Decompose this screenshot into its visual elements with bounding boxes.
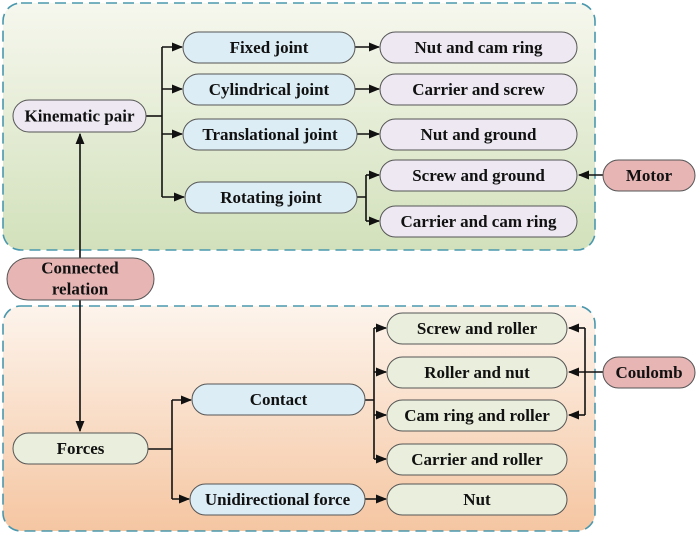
node-nut-label: Nut <box>463 490 491 509</box>
node-forces-box <box>12 432 149 465</box>
node-rotating-joint-box <box>184 181 358 214</box>
node-carrier-and-roller[interactable]: Carrier and roller <box>386 443 568 476</box>
node-translational-joint[interactable]: Translational joint <box>182 118 358 151</box>
node-cam-ring-and-roller[interactable]: Cam ring and roller <box>386 399 568 432</box>
node-nut-and-cam-ring-box <box>379 31 578 64</box>
node-kinematic-pair-label: Kinematic pair <box>24 107 134 126</box>
node-nut-and-cam-ring[interactable]: Nut and cam ring <box>379 31 578 64</box>
nodes: Connected relation Kinematic pair Fixed … <box>6 31 696 516</box>
node-contact-box <box>191 383 366 416</box>
node-carrier-and-cam-ring-box <box>379 205 578 238</box>
node-carrier-and-cam-ring[interactable]: Carrier and cam ring <box>379 205 578 238</box>
connectors <box>75 42 603 504</box>
node-roller-and-nut[interactable]: Roller and nut <box>386 356 568 389</box>
node-roller-and-nut-label: Roller and nut <box>424 363 530 382</box>
node-motor[interactable]: Motor <box>602 159 696 192</box>
node-nut-and-ground-label: Nut and ground <box>421 125 537 144</box>
edge-contact-bus <box>365 328 375 459</box>
node-contact[interactable]: Contact <box>191 383 366 416</box>
node-nut-and-ground-box <box>379 118 578 151</box>
node-carrier-and-cam-ring-label: Carrier and cam ring <box>401 212 557 231</box>
kinematic-panel-border <box>2 2 596 251</box>
node-coulomb-box <box>602 356 696 389</box>
node-connected-relation-label-line2: relation <box>52 280 109 299</box>
node-screw-and-roller-box <box>386 312 568 345</box>
node-forces-label: Forces <box>57 439 105 458</box>
node-screw-and-ground-label: Screw and ground <box>412 166 545 185</box>
node-carrier-and-screw-box <box>379 73 578 106</box>
edge-rotating-bus <box>357 175 367 221</box>
node-connected-relation-label-line1: Connected <box>41 259 119 278</box>
node-rotating-joint[interactable]: Rotating joint <box>184 181 358 214</box>
node-connected-relation-box <box>6 257 155 301</box>
node-contact-label: Contact <box>250 390 308 409</box>
node-nut-box <box>386 483 568 516</box>
node-cylindrical-joint[interactable]: Cylindrical joint <box>182 73 356 106</box>
node-roller-and-nut-box <box>386 356 568 389</box>
node-kinematic-pair[interactable]: Kinematic pair <box>12 99 147 133</box>
node-screw-and-ground-box <box>379 159 578 192</box>
node-kinematic-pair-box <box>12 99 147 133</box>
node-screw-and-roller[interactable]: Screw and roller <box>386 312 568 345</box>
node-fixed-joint-box <box>182 31 356 64</box>
node-rotating-joint-label: Rotating joint <box>220 188 322 207</box>
node-nut[interactable]: Nut <box>386 483 568 516</box>
node-translational-joint-box <box>182 118 358 151</box>
node-translational-joint-label: Translational joint <box>202 125 338 144</box>
node-cam-ring-and-roller-label: Cam ring and roller <box>404 406 550 425</box>
node-connected-relation[interactable]: Connected relation <box>6 257 155 301</box>
node-screw-and-ground[interactable]: Screw and ground <box>379 159 578 192</box>
forces-panel-border <box>2 305 596 532</box>
node-unidirectional-force[interactable]: Unidirectional force <box>189 483 366 516</box>
node-fixed-joint-label: Fixed joint <box>230 38 309 57</box>
node-nut-and-cam-ring-label: Nut and cam ring <box>415 38 543 57</box>
node-carrier-and-roller-label: Carrier and roller <box>411 450 543 469</box>
node-nut-and-ground[interactable]: Nut and ground <box>379 118 578 151</box>
node-forces[interactable]: Forces <box>12 432 149 465</box>
node-carrier-and-screw-label: Carrier and screw <box>412 80 545 99</box>
node-cylindrical-joint-box <box>182 73 356 106</box>
node-motor-label: Motor <box>626 166 673 185</box>
node-unidirectional-force-label: Unidirectional force <box>205 490 351 509</box>
node-cylindrical-joint-label: Cylindrical joint <box>209 80 330 99</box>
node-unidirectional-force-box <box>189 483 366 516</box>
node-screw-and-roller-label: Screw and roller <box>417 319 538 338</box>
edge-forces-bus <box>148 400 173 499</box>
node-cam-ring-and-roller-box <box>386 399 568 432</box>
node-carrier-and-roller-box <box>386 443 568 476</box>
node-fixed-joint[interactable]: Fixed joint <box>182 31 356 64</box>
node-carrier-and-screw[interactable]: Carrier and screw <box>379 73 578 106</box>
node-coulomb-label: Coulomb <box>615 363 682 382</box>
node-motor-box <box>602 159 696 192</box>
node-coulomb[interactable]: Coulomb <box>602 356 696 389</box>
